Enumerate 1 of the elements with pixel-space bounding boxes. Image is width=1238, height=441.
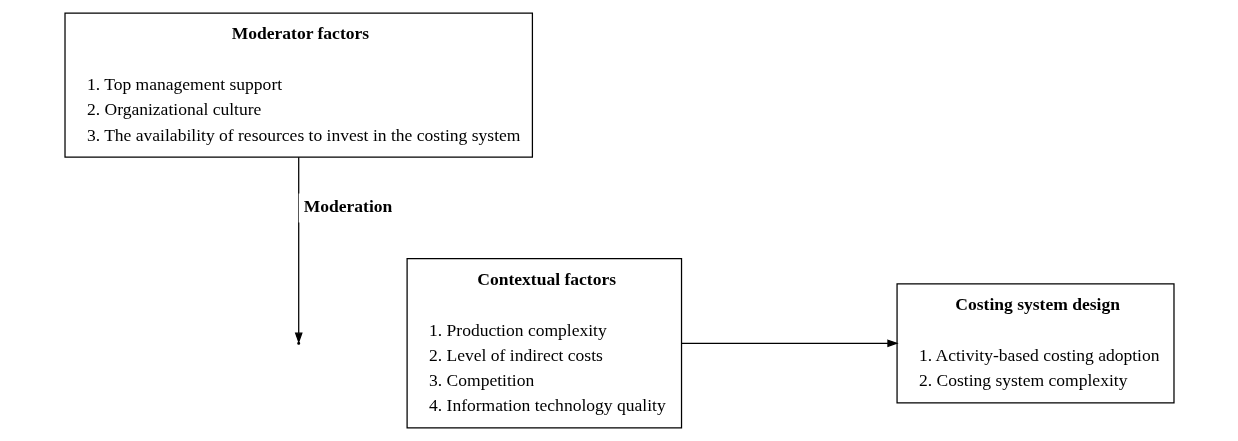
edge-label: Moderation: [303, 195, 392, 216]
